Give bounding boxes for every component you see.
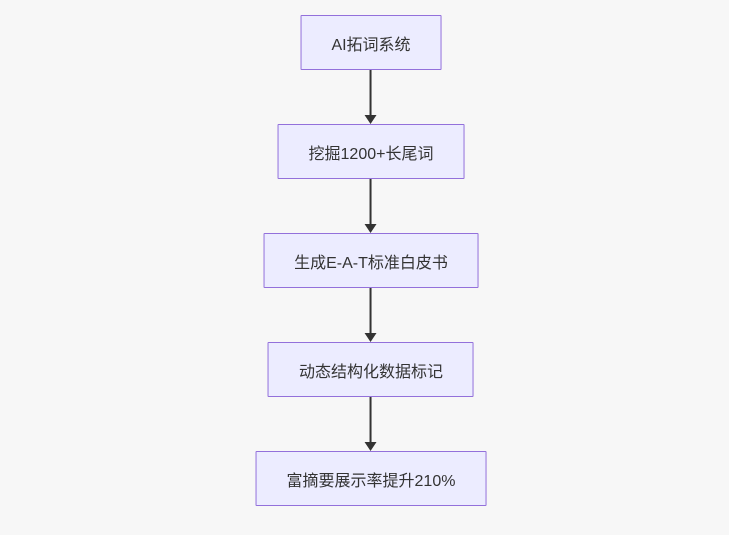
edge-line bbox=[370, 288, 372, 336]
flow-edge-b-c bbox=[364, 179, 378, 233]
flow-node-rich-snippet-uplift: 富摘要展示率提升210% bbox=[255, 451, 487, 506]
arrow-down-icon bbox=[365, 442, 377, 451]
flow-node-structured-data-markup: 动态结构化数据标记 bbox=[267, 342, 474, 397]
flow-node-label: AI拓词系统 bbox=[331, 36, 411, 54]
flow-edge-c-d bbox=[364, 288, 378, 342]
flow-node-label: 动态结构化数据标记 bbox=[298, 363, 443, 381]
flow-node-ai-keyword-system: AI拓词系统 bbox=[300, 15, 442, 70]
arrow-down-icon bbox=[365, 115, 377, 124]
flow-edge-d-e bbox=[364, 397, 378, 451]
arrow-down-icon bbox=[365, 333, 377, 342]
flow-edge-a-b bbox=[364, 70, 378, 124]
edge-line bbox=[370, 397, 372, 445]
flowchart-column: AI拓词系统 挖掘1200+长尾词 生成E-A-T标准白皮书 动态结构化数据标记 bbox=[255, 15, 487, 506]
flow-node-longtail-mining: 挖掘1200+长尾词 bbox=[277, 124, 465, 179]
flow-node-label: 生成E-A-T标准白皮书 bbox=[294, 254, 448, 272]
edge-line bbox=[370, 70, 372, 118]
edge-line bbox=[370, 179, 372, 227]
flow-node-label: 挖掘1200+长尾词 bbox=[308, 145, 434, 163]
arrow-down-icon bbox=[365, 224, 377, 233]
flow-node-eat-whitepaper: 生成E-A-T标准白皮书 bbox=[263, 233, 479, 288]
flow-node-label: 富摘要展示率提升210% bbox=[286, 472, 456, 490]
